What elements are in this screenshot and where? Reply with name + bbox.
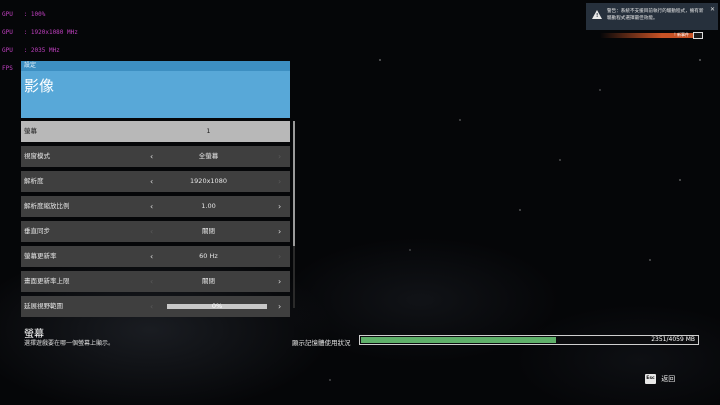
chevron-right-icon[interactable]: › (278, 302, 282, 311)
breadcrumb: 設定 (21, 61, 290, 71)
description-title: 螢幕 (24, 329, 44, 340)
setting-row-frame-rate-cap[interactable]: 畫面更新率上限 ‹ 關閉 › (21, 271, 290, 292)
chevron-left-icon[interactable]: ‹ (150, 202, 154, 211)
chevron-left-icon[interactable]: ‹ (150, 302, 154, 311)
toast-message: 警告：系統不支援目前執行的驅動程式，擁有新驅動程式選擇最佳效能。 (607, 9, 704, 21)
back-button[interactable]: Esc 返回 (645, 374, 675, 384)
settings-list: 螢幕 1 視窗模式 ‹ 全螢幕 › 解析度 ‹ 1920x1080 › 解析度縮… (21, 121, 290, 321)
setting-value: 關閉 (202, 227, 215, 235)
setting-row-refresh-rate[interactable]: 螢幕更新率 ‹ 60 Hz › (21, 246, 290, 267)
chevron-right-icon[interactable]: › (278, 252, 282, 261)
setting-label: 視窗模式 (24, 152, 50, 160)
setting-row-resolution-scale[interactable]: 解析度縮放比例 ‹ 1.00 › (21, 196, 290, 217)
setting-row-resolution[interactable]: 解析度 ‹ 1920x1080 › (21, 171, 290, 192)
setting-value: 全螢幕 (198, 152, 219, 160)
setting-label: 垂直同步 (24, 227, 50, 235)
setting-value: 1920x1080 (190, 177, 227, 185)
chevron-left-icon[interactable]: ‹ (150, 227, 154, 236)
description-text: 選擇遊戲要在哪一個螢幕上顯示。 (24, 340, 115, 347)
setting-label: 延展視野範圍 (24, 302, 63, 310)
setting-row-monitor[interactable]: 螢幕 1 (21, 121, 290, 142)
fps-line: GPU : 2035 MHz (2, 47, 60, 54)
back-label: 返回 (661, 375, 676, 383)
chevron-right-icon[interactable]: › (278, 177, 282, 186)
vram-fill (361, 337, 556, 343)
fps-line: GPU : 100% (2, 11, 46, 18)
setting-row-fov-extension[interactable]: 延展視野範圍 ‹ 0% › (21, 296, 290, 317)
setting-value: 1 (206, 127, 211, 135)
chevron-left-icon[interactable]: ‹ (150, 277, 154, 286)
setting-label: 畫面更新率上限 (24, 277, 70, 285)
settings-header: 設定 影像 (21, 61, 290, 118)
chevron-left-icon[interactable]: ‹ (150, 252, 154, 261)
chevron-right-icon[interactable]: › (278, 152, 282, 161)
setting-label: 螢幕 (24, 127, 37, 135)
warning-icon (592, 10, 602, 19)
fps-overlay: GPU : 100% GPU : 1920x1080 MHz GPU : 203… (2, 0, 78, 78)
notification-icon (693, 32, 703, 39)
fov-slider[interactable] (167, 304, 267, 309)
setting-value: 60 Hz (199, 252, 218, 260)
setting-value: 1.00 (201, 202, 216, 210)
setting-label: 解析度縮放比例 (24, 202, 70, 210)
chevron-left-icon[interactable]: ‹ (150, 177, 154, 186)
setting-label: 螢幕更新率 (24, 252, 57, 260)
chevron-right-icon[interactable]: › (278, 277, 282, 286)
esc-key-icon: Esc (645, 374, 656, 384)
chevron-left-icon[interactable]: ‹ (150, 152, 154, 161)
vram-label: 顯示記憶體使用狀況 (292, 339, 351, 347)
alert-strip[interactable]: ! 新事件 (600, 32, 703, 39)
setting-label: 解析度 (24, 177, 44, 185)
chevron-right-icon[interactable]: › (278, 227, 282, 236)
fps-line: GPU : 1920x1080 MHz (2, 29, 78, 36)
setting-row-window-mode[interactable]: 視窗模式 ‹ 全螢幕 › (21, 146, 290, 167)
setting-row-vsync[interactable]: 垂直同步 ‹ 關閉 › (21, 221, 290, 242)
scrollbar-thumb[interactable] (293, 121, 295, 246)
alert-text: ! 新事件 (674, 32, 689, 37)
close-icon[interactable]: ✕ (709, 6, 715, 13)
page-title: 影像 (24, 77, 55, 95)
vram-usage-bar: 2351/4059 MB (359, 335, 699, 345)
chevron-right-icon[interactable]: › (278, 202, 282, 211)
slider-value: 0% (211, 302, 223, 310)
setting-value: 關閉 (202, 277, 215, 285)
vram-usage-text: 2351/4059 MB (651, 336, 695, 343)
settings-scrollbar[interactable] (293, 121, 295, 308)
driver-warning-toast[interactable]: ! 警告：系統不支援目前執行的驅動程式，擁有新驅動程式選擇最佳效能。 ✕ (586, 3, 718, 30)
